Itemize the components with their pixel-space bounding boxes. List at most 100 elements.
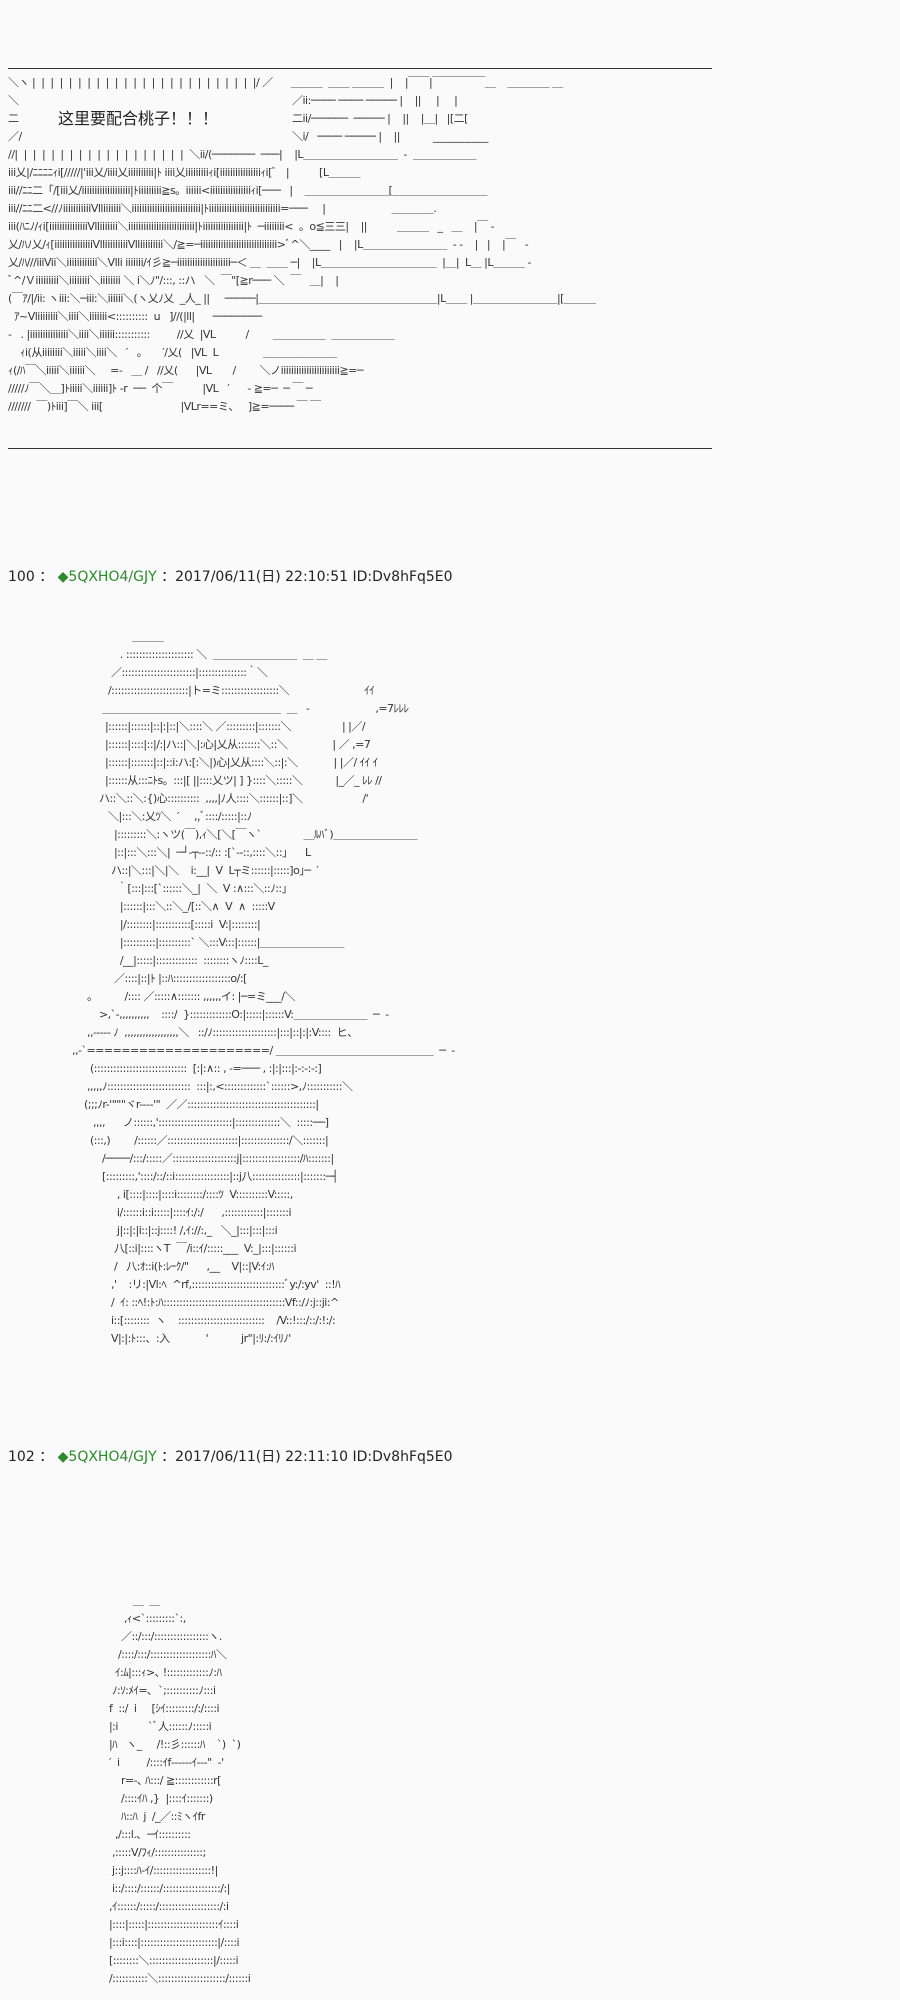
art-line: ‐ . |iiiiiiiiiiiiiii＼iiii＼iiiiii::::::::…: [8, 328, 395, 341]
art-line: ,,-`=====================/ ＿＿＿＿＿＿＿＿＿＿＿＿＿…: [60, 1044, 455, 1057]
art-line: ,,,,,ﾉ:::::::::::::::::::::::::: :::|:,<…: [60, 1080, 353, 1093]
art-line: / ｲ: ::ﾍ!:ﾄ:ﾊ:::::::::::::::::::::::::::…: [60, 1296, 339, 1309]
art-line: ｱ~Vliiiiiiii＼iiii＼iiiiiii<:::::::::: u ]…: [8, 310, 262, 323]
art-line-right: 二ii/────── ───── | || |＿| |[二[: [292, 112, 468, 125]
art-line: 。 /:::: ／:::::∧::::::: ,,,,,,イ: |─=ミ___/…: [60, 990, 295, 1003]
post-number[interactable]: 102: [8, 1449, 35, 1465]
art-line: |:i `ﾞ人::::::ﾉ:::::i: [70, 1720, 212, 1733]
art-line: ,' :リ:|Vl:ﾍ ^rf,::::::::::::::::::::::::…: [60, 1278, 341, 1291]
art-line: /::::/:::/:::::::::::::::::::ﾊ＼: [70, 1648, 227, 1661]
art-line: //| | | | | | | | | | | | | | | | | | | …: [8, 148, 477, 161]
art-line: iii//ﾆﾆ二「/[iii乂/iiiiiiiiiiiiiiiiiii|ﾄiii…: [8, 184, 487, 197]
art-line: >,`-,,,,,,,,,, ::::/ }:::::::::::::O:|::…: [60, 1008, 389, 1021]
art-line: ／::::|::|ﾄ |::ﾊ::::::::::::::::::o/:[: [60, 972, 247, 985]
art-line: [:::::::::,'::::/::/::i:::::::::::::::::…: [60, 1170, 338, 1183]
art-line: /::::::::::::::::::::::::|ト=ミ:::::::::::…: [60, 684, 375, 697]
art-line-right: ＼i/ ──── ───── | || ___________: [292, 130, 488, 143]
art-line: i/::::::i::i:::::|::::ｲ:/:/ ,:::::::::::…: [60, 1206, 292, 1219]
art-line: iii乂|/ﾆﾆﾆﾆｨi[/////|'iii乂/iiii乂iiiiiiiiii…: [8, 166, 360, 179]
art-line: /__|:::::|::::::::::::: ::::::::ヽﾉ::::L_: [60, 954, 268, 967]
art-line: |::|:::＼:::＼| ─┘-┬-‐::/:: :[`--::,::::＼:…: [60, 846, 311, 859]
art-line: ′ i /::::ｲf‐-‐‐‐‐ｲ‐‐‐" ‐': [70, 1756, 224, 1769]
art-line: |::::::|:::::::|::|::i:ハ:[:＼|)心|乂从::::＼:…: [60, 756, 378, 769]
speech-caption: 这里要配合桃子！！！: [58, 109, 219, 128]
art-line: , i[::::|::::|::::i::::::::/::::ﾂ V:::::…: [60, 1188, 293, 1201]
art-line: |::::::|::::|::|/:|ハ::|＼|:心|乂从:::::::＼::…: [60, 738, 371, 751]
art-line: (￣ｱ/|/ii: ヽiii:＼─iii:＼iiiiii＼(ヽ乂ﾉ乂 _人_ |…: [8, 292, 596, 305]
art-line: ハ::＼::＼:{)心:::::::::: ,,,,|ﾉ人::::＼::::::…: [60, 792, 369, 805]
art-line: ｨ(/ﾊ￣＼iiiii＼iiiiii＼ =‐ ＿ / //乂( |VL / ＼ノ…: [8, 364, 364, 377]
bottom-divider: [8, 448, 712, 449]
art-line: /:::::::::::＼:::::::::::::::::::::/:::::…: [70, 1972, 251, 1985]
art-line: j|::|:|i::|::j::::! /,ｲ://:,_ ＼_|:::|:::…: [60, 1224, 278, 1237]
art-line: ﾉ:ｿ:ﾒｲ=､ `;::::::::::ﾉ:::i: [70, 1684, 216, 1697]
art-line: ＿ ＿: [70, 1594, 161, 1607]
post-date: ：2017/06/11(日) 22:10:51: [161, 569, 349, 585]
art-line: ／:::::::::::::::::::::::|:::::::::::::::…: [60, 666, 268, 679]
art-line: f ::/ i [ｼｲ:::::::::/:/::::i: [70, 1702, 220, 1715]
art-line: |::::::从:::ﾆﾄs。:::|[ ||::::乂ツ| ] }::::＼:…: [60, 774, 382, 787]
art-line: ﾞ^/Ｖiiiiiiiii＼iiiiiiii＼iiiiiiii ＼ i＼ﾉ"/:…: [8, 274, 420, 287]
art-line: /////ﾉ￣＼＿]ﾄiiiii＼iiiiii]ﾄ ‐r ── 个￣ |VL ′…: [8, 382, 313, 395]
art-line: ＼|:::＼:乂ﾂ＼ ′ ,,ﾞ::::/:::::|::ﾉ: [60, 810, 252, 823]
art-line: |::::::|::::::|::|:|::|＼::::＼ ／:::::::::…: [60, 720, 366, 733]
post-header-100: 100 ： ◆5QXHO4/GJY ：2017/06/11(日) 22:10:5…: [8, 566, 453, 586]
art-line: ｀[:::|:::[`::::::＼_| ＼ V :∧:::＼::ﾉ::｣: [60, 882, 287, 895]
art-line: ,/:::l.､ ─ｲ::::::::::: [70, 1828, 191, 1841]
top-divider: [8, 68, 712, 69]
post-id: ID:Dv8hFq5E0: [352, 569, 453, 585]
art-line: |::::::::::|::::::::::` ＼:::V:::|::::::|…: [60, 936, 345, 949]
art-line-left: ＼: [8, 94, 19, 107]
art-line: ｲ:ﾑ|:::ｨ>､ !:::::::::::::ﾉ:ﾊ: [70, 1666, 222, 1679]
art-line: ＿＿＿＿＿＿＿＿＿＿＿＿＿＿＿＿＿ ＿ - ,=7ﾚﾚﾚ: [60, 702, 409, 715]
art-line: |/::::::::|:::::::::::[:::::i V:|:::::::…: [60, 918, 261, 931]
art-line: 八[::i|::::ヽT ￣/i::ｲ/:::::___ V:_|:::|:::…: [60, 1242, 297, 1255]
post-date: ：2017/06/11(日) 22:11:10: [161, 1449, 349, 1465]
art-line: 二 二ii/────── ───── | || |＿| |[二[: [8, 110, 595, 128]
art-line: ,ｨ<`:::::::::`:,: [70, 1612, 186, 1625]
art-line: V|:|:ﾄ:::、:入 ' jr"|:ﾘ:/:ｲﾘﾉ': [60, 1332, 291, 1345]
separator: ：: [39, 569, 54, 585]
post-number[interactable]: 100: [8, 569, 35, 585]
art-line: i::/::::/::::::/::::::::::::::::::/:|: [70, 1882, 231, 1895]
art-line: |:::::::::＼:ヽツ(￣),ｨ＼[＼[￣ヽ` ＿ﾙﾊﾞ)＿＿＿＿＿＿＿＿: [60, 828, 418, 841]
art-line: /────/:::/:::::／::::::::::::::::::::j|::…: [60, 1152, 334, 1165]
art-line: ,,,, ノ::::::,':::::::::::::::::::::::|::…: [60, 1116, 329, 1129]
art-line: ｨi(从iiiiiiii＼iiiii＼iiii＼ ′ 。 ′/乂( |VL L …: [8, 346, 337, 359]
art-line: ＿＿＿: [60, 630, 164, 643]
art-line: (:::,) /::::::／::::::::::::::::::::::|::…: [60, 1134, 329, 1147]
art-line: j::j::::ﾊ-ｲ/::::::::::::::::::!|: [70, 1864, 218, 1877]
art-line-left: 二: [8, 112, 19, 125]
art-line: |:::i::::|::::::::::::::::::::::::|/::::…: [70, 1936, 240, 1949]
art-line: ,ｲ::::::/:::::/:::::::::::::::::::/:i: [70, 1900, 229, 1913]
art-line: |ﾊ ヽ_ /!::彡::::::ﾊ `) `): [70, 1738, 241, 1751]
art-line: . ::::::::::::::::::::: ＼ ＿＿＿＿＿＿＿＿ ＿ ＿: [60, 648, 327, 661]
tripcode: ◆5QXHO4/GJY: [57, 1449, 157, 1465]
art-line: 乂/ﾊ///iiiVii＼iiiiiiiiiiii＼Vlli iiiiiii/ｲ…: [8, 256, 531, 269]
art-line: ／/ ＼i/ ──── ───── | || ___________: [8, 128, 595, 146]
art-line: ハ::|＼:::|＼|＼ i:__| V L┬ミ::::::|:::::]o｣─…: [60, 864, 319, 877]
art-line: (::::::::::::::::::::::::::::: [:|:∧:: ,…: [60, 1062, 322, 1075]
tripcode: ◆5QXHO4/GJY: [57, 569, 157, 585]
ascii-art-post-100: ＿＿＿ . ::::::::::::::::::::: ＼ ＿＿＿＿＿＿＿＿ ＿…: [60, 628, 455, 1348]
post-id: ID:Dv8hFq5E0: [352, 1449, 453, 1465]
art-line: [::::::::＼::::::::::::::::::::|/:::::i: [70, 1954, 239, 1967]
art-line: /////// ￣)ﾄiii]￣＼ iii[ |VLr==ミ、 ]≧=──── …: [8, 400, 321, 413]
art-line: r=-､ ﾊ:::/ ≧::::::::::::r[: [70, 1774, 222, 1787]
post-header-102: 102 ： ◆5QXHO4/GJY ：2017/06/11(日) 22:11:1…: [8, 1446, 453, 1466]
ascii-art-panel-1: ＼ヽ | | | | | | | | | | | | | | | | | | |…: [8, 74, 596, 416]
art-line: ＼ヽ | | | | | | | | | | | | | | | | | | |…: [8, 76, 563, 89]
art-line: ／::/:::/:::::::::::::::::ヽ.: [70, 1630, 222, 1643]
art-line-right: ／ii:──── ──── ───── | || | |: [292, 94, 458, 107]
separator: ：: [39, 1449, 54, 1465]
art-line: (;;;ﾉr-'"""ヾr-‐‐‐'" ／／::::::::::::::::::…: [60, 1098, 319, 1111]
art-line: /::::ｲﾊ ,} |::::ｲ:::::::): [70, 1792, 213, 1805]
art-line: 乂/ﾊﾉ乂/ｨ[iiiiiiiiiiiiiiiVlliiiiiiiiiVllii…: [8, 238, 529, 251]
art-line: / 八:ｵ::i(ﾄ:ﾚｰｸ/" ,__ V|::|V:ｲ:ﾊ: [60, 1260, 274, 1273]
art-line: i::[:::::::: ヽ :::::::::::::::::::::::::…: [60, 1314, 336, 1327]
art-line: |::::::|:::＼::＼_/[::＼∧ V ∧ :::::V: [60, 900, 275, 913]
art-line: iii//ﾆﾆ二<//ﾉiiiiiiiiiiiVlliiiiiii＼iiiiii…: [8, 202, 437, 215]
art-line-left: ／/: [8, 130, 22, 143]
art-line: iii(ﾊﾆﾉ/ｨi[iiiiiiiiiiiiiiiVlliiiiiii＼iii…: [8, 220, 495, 233]
ascii-art-post-102: ＿ ＿ ,ｨ<`:::::::::`:, ／::/:::/:::::::::::…: [70, 1592, 251, 1988]
